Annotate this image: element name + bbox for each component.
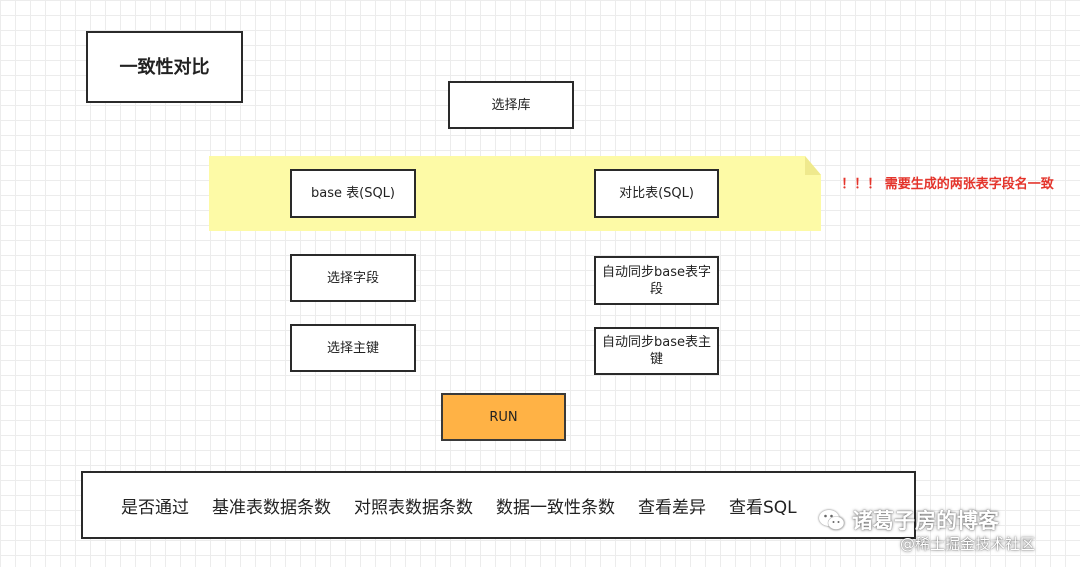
select-db-box[interactable]: 选择库 xyxy=(448,81,574,129)
watermark-text: 诸葛子房的博客 xyxy=(852,509,999,533)
run-label: RUN xyxy=(489,409,518,425)
auto-sync-pk-label: 自动同步base表主键 xyxy=(602,335,711,367)
warning-note: ！！！ 需要生成的两张表字段名一致 xyxy=(841,177,1054,192)
base-table-label: base 表(SQL) xyxy=(311,186,395,201)
result-col-view-sql[interactable]: 查看SQL xyxy=(729,497,797,518)
auto-sync-fields-label: 自动同步base表字段 xyxy=(602,264,711,297)
compare-table-box[interactable]: 对比表(SQL) xyxy=(594,169,719,218)
run-button[interactable]: RUN xyxy=(441,393,566,441)
title-box: 一致性对比 xyxy=(86,31,243,103)
results-bar: 是否通过 基准表数据条数 对照表数据条数 数据一致性条数 查看差异 查看SQL xyxy=(81,471,916,539)
select-fields-label: 选择字段 xyxy=(326,270,379,286)
watermark: 诸葛子房的博客 xyxy=(818,505,999,535)
compare-table-label: 对比表(SQL) xyxy=(619,186,694,201)
select-pk-box[interactable]: 选择主键 xyxy=(290,324,416,372)
select-db-label: 选择库 xyxy=(491,97,531,113)
result-col-pass: 是否通过 xyxy=(121,497,189,518)
result-col-view-diff[interactable]: 查看差异 xyxy=(638,497,706,518)
auto-sync-fields-box: 自动同步base表字段 xyxy=(594,256,719,305)
result-col-base-count: 基准表数据条数 xyxy=(212,497,331,518)
wechat-icon xyxy=(819,510,845,530)
title-text: 一致性对比 xyxy=(119,56,210,78)
select-fields-box[interactable]: 选择字段 xyxy=(290,254,416,302)
select-pk-label: 选择主键 xyxy=(326,340,379,356)
auto-sync-pk-box: 自动同步base表主键 xyxy=(594,327,719,375)
result-col-consistent-count: 数据一致性条数 xyxy=(496,497,615,518)
source-text: @稀土掘金技术社区 xyxy=(900,535,1036,553)
base-table-box[interactable]: base 表(SQL) xyxy=(290,169,416,218)
result-col-compare-count: 对照表数据条数 xyxy=(354,497,473,518)
